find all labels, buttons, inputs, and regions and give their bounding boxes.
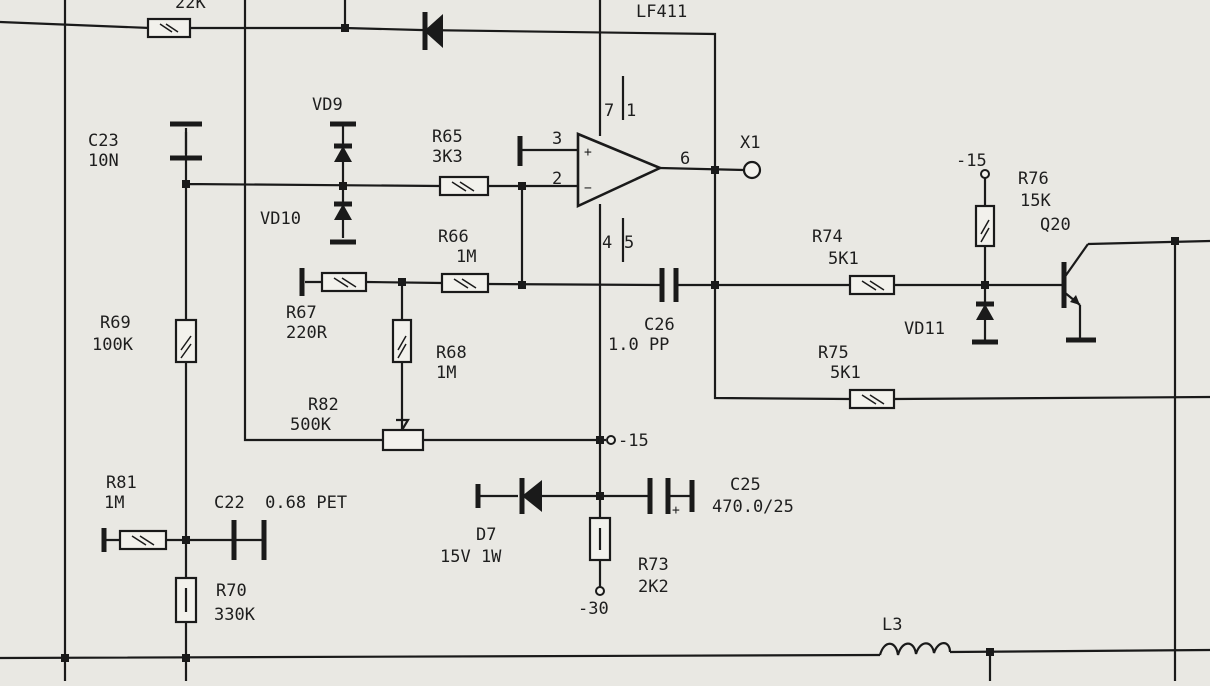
- resistor-r81: [101, 528, 168, 552]
- label-minus-input: −: [584, 181, 592, 196]
- resistor-r70: [174, 576, 198, 624]
- label-r66-val: 1M: [456, 247, 476, 267]
- label-r70-val: 330K: [214, 605, 256, 625]
- capacitor-c23: [170, 121, 202, 161]
- label-r73-val: 2K2: [638, 577, 669, 597]
- label-c26-ref: C26: [644, 315, 675, 335]
- label-c26-val: 1.0 PP: [608, 335, 669, 355]
- zener-d7: [475, 478, 542, 514]
- capacitor-c25: [647, 478, 695, 514]
- resistor-r75: [848, 388, 896, 410]
- label-c22: C22 0.68 PET: [214, 493, 347, 513]
- label-pin7: 7: [604, 101, 614, 121]
- label-r70-ref: R70: [216, 581, 247, 601]
- label-vd10: VD10: [260, 209, 301, 229]
- label-plus-input: +: [584, 145, 592, 160]
- capacitor-c26: [659, 268, 679, 302]
- resistor-r69: [174, 318, 198, 364]
- label-r82-ref: R82: [308, 395, 339, 415]
- resistor-r67: [299, 268, 368, 296]
- label-r76-val: 15K: [1020, 191, 1051, 211]
- label-q20: Q20: [1040, 215, 1071, 235]
- label-r68-ref: R68: [436, 343, 467, 363]
- label-r66-ref: R66: [438, 227, 469, 247]
- label-r81-val: 1M: [104, 493, 124, 513]
- resistor-top: [146, 17, 192, 39]
- terminal-m15: [606, 435, 616, 445]
- label-pin6: 6: [680, 149, 690, 169]
- label-r68-val: 1M: [436, 363, 456, 383]
- label-r76-ref: R76: [1018, 169, 1049, 189]
- label-pin5: 5: [624, 233, 634, 253]
- potentiometer-r82: [381, 418, 425, 452]
- label-vd9: VD9: [312, 95, 343, 115]
- label-r67-val: 220R: [286, 323, 328, 343]
- resistor-r74: [848, 274, 896, 296]
- label-r-top: 22K: [175, 0, 206, 13]
- label-x1: X1: [740, 133, 760, 153]
- label-r69-ref: R69: [100, 313, 131, 333]
- label-r75-ref: R75: [818, 343, 849, 363]
- label-d7-val: 15V 1W: [440, 547, 502, 567]
- opamp-lf411: [517, 132, 664, 209]
- label-c25-plus: +: [672, 503, 680, 518]
- label-c25-val: 470.0/25: [712, 497, 794, 517]
- label-lf411: LF411: [636, 2, 687, 22]
- resistor-r66: [440, 272, 490, 294]
- transistor-q20: [1061, 243, 1096, 343]
- label-d7-ref: D7: [476, 525, 496, 545]
- capacitor-c22: [231, 520, 267, 560]
- label-r67-ref: R67: [286, 303, 317, 323]
- inductor-l3: [878, 642, 952, 656]
- junctions: [61, 24, 1179, 662]
- label-pin2: 2: [552, 169, 562, 189]
- label-r74-val: 5K1: [828, 249, 859, 269]
- label-c25-ref: C25: [730, 475, 761, 495]
- label-pin3: 3: [552, 129, 562, 149]
- label-l3: L3: [882, 615, 902, 635]
- label-c23-ref: C23: [88, 131, 119, 151]
- label-rail-m30: -30: [578, 599, 609, 619]
- label-rail-m15: -15: [618, 431, 649, 451]
- resistor-r65: [438, 175, 490, 197]
- label-r82-val: 500K: [290, 415, 332, 435]
- zener-vd10: [330, 201, 356, 245]
- label-r69-val: 100K: [92, 335, 134, 355]
- connector-x1: [742, 160, 762, 180]
- diode-top: [422, 12, 443, 50]
- label-vd11: VD11: [904, 319, 945, 339]
- resistor-r76: [974, 169, 996, 248]
- label-r65-val: 3K3: [432, 147, 463, 167]
- zener-vd9: [330, 121, 356, 162]
- label-r73-ref: R73: [638, 555, 669, 575]
- label-r75-val: 5K1: [830, 363, 861, 383]
- label-r74-ref: R74: [812, 227, 843, 247]
- resistor-r68: [391, 318, 413, 364]
- label-c23-val: 10N: [88, 151, 119, 171]
- label-rail-m15-top: -15: [956, 151, 987, 171]
- label-pin1: 1: [626, 101, 636, 121]
- component-labels: 22K LF411 7 1 3 2 + − 6 4 5 X1 VD9 VD10 …: [88, 0, 1071, 635]
- resistor-r73: [588, 516, 612, 596]
- label-r65-ref: R65: [432, 127, 463, 147]
- label-r81-ref: R81: [106, 473, 137, 493]
- zener-vd11: [972, 301, 998, 345]
- label-pin4: 4: [602, 233, 612, 253]
